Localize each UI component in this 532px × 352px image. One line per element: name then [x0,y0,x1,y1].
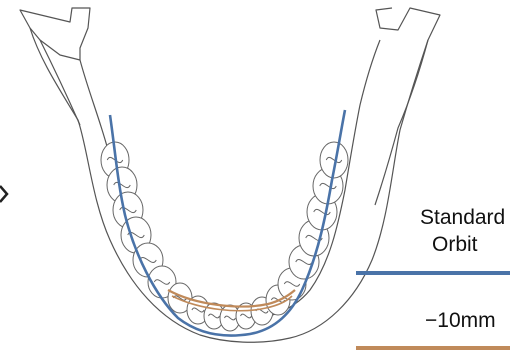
left-condyle [20,8,90,60]
legend-label-standard-orbit-line2: Orbit [432,233,478,257]
legend-label-standard-orbit-line1: Standard [420,206,505,230]
legend-swatch-minus-10mm [356,346,510,350]
mandible-outer-contour [30,8,440,342]
chevron-right-icon [0,186,7,202]
left-ramus [40,40,80,125]
mandible-outline [20,8,440,342]
legend-swatch-standard-orbit [356,271,510,275]
teeth [101,142,348,331]
legend-label-minus-10mm: −10mm [425,309,496,333]
